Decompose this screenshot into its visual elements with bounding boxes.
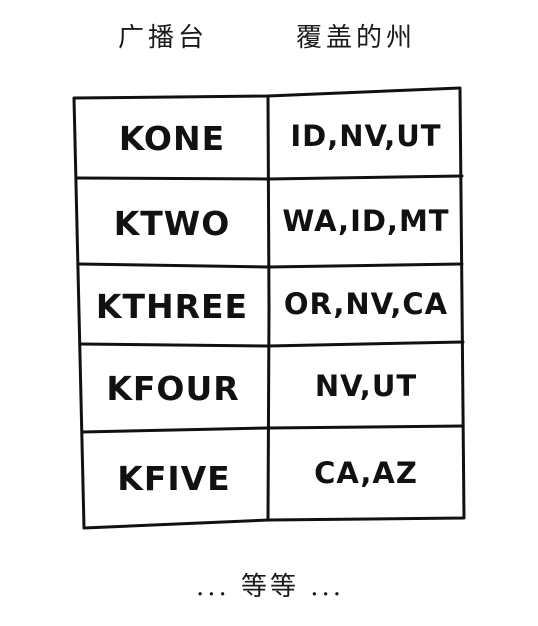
row-divider-1 — [74, 174, 464, 181]
header-station: 广播台 — [118, 23, 209, 53]
row-divider-2 — [76, 262, 464, 269]
cell-states-kfour: NV,UT — [314, 368, 418, 403]
cell-station-kthree: KTHREE — [95, 286, 249, 326]
column-divider — [266, 94, 271, 522]
cell-states-ktwo: WA,ID,MT — [282, 204, 450, 238]
cell-states-kthree: OR,NV,CA — [283, 287, 449, 321]
station-table: KONE ID,NV,UT KTWO WA,ID,MT KTHREE OR,NV… — [70, 86, 466, 530]
table-grid-lines — [72, 86, 466, 530]
cell-station-kone: KONE — [118, 118, 226, 158]
footer-etc: ... 等等 ... — [195, 572, 345, 602]
cell-station-kfour: KFOUR — [106, 369, 240, 408]
cell-states-kfive: CA,AZ — [314, 456, 418, 490]
row-divider-3 — [78, 340, 465, 348]
cell-station-kfive: KFIVE — [117, 458, 231, 498]
header-states-covered: 覆盖的州 — [296, 23, 417, 53]
cell-station-ktwo: KTWO — [113, 203, 231, 243]
row-divider-4 — [80, 424, 465, 434]
cell-states-kone: ID,NV,UT — [290, 119, 442, 153]
